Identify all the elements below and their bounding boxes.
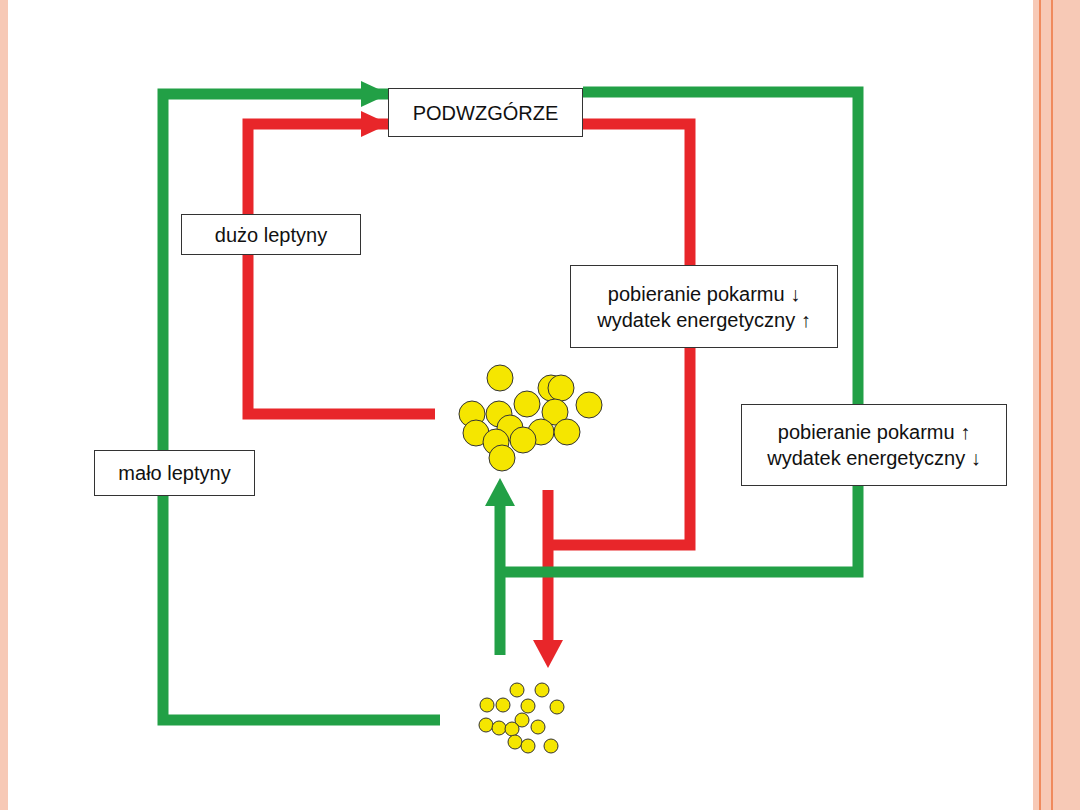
red-connector (248, 124, 388, 214)
fat-cells-large (459, 365, 602, 471)
node-text: pobieranie pokarmu ↑ wydatek energetyczn… (750, 419, 998, 471)
node-text: pobieranie pokarmu ↓ wydatek energetyczn… (579, 281, 829, 333)
signal-box: dużo leptyny (181, 214, 361, 255)
signal-box: mało leptyny (94, 450, 255, 496)
fat-cell (510, 683, 524, 697)
fat-cell (514, 391, 540, 417)
fat-cell (510, 427, 536, 453)
fat-cell (548, 375, 574, 401)
slide-band (1033, 0, 1080, 810)
fat-cell (576, 392, 602, 418)
fat-cells-small (479, 683, 564, 753)
green-pathway (163, 480, 440, 720)
node-text: dużo leptyny (215, 222, 327, 248)
fat-cell (531, 720, 545, 734)
fat-cell (554, 419, 580, 445)
node-text: mało leptyny (118, 460, 230, 486)
node-text: PODWZGÓRZE (413, 100, 559, 126)
fat-cell (489, 445, 515, 471)
fat-cell (508, 735, 522, 749)
fat-cell (505, 722, 519, 736)
fat-cell (535, 683, 549, 697)
fat-cell (496, 698, 510, 712)
fat-cell (479, 718, 493, 732)
green-arrowhead (485, 478, 515, 506)
green-connector (583, 92, 858, 404)
fat-cell (492, 721, 506, 735)
green-pathway (495, 503, 506, 655)
fat-cell (521, 699, 535, 713)
green-connector (163, 94, 388, 450)
slide-stripe (1051, 0, 1053, 810)
red-connector (583, 124, 690, 265)
fat-cell (480, 698, 494, 712)
hypothalamus-box: PODWZGÓRZE (388, 88, 583, 137)
fat-cell (544, 739, 558, 753)
effect-box: pobieranie pokarmu ↓ wydatek energetyczn… (570, 265, 838, 348)
red-pathway (548, 330, 690, 545)
fat-cell (521, 739, 535, 753)
red-pathway (248, 240, 435, 414)
slide-band (0, 0, 8, 810)
red-pathway (543, 490, 554, 642)
effect-box: pobieranie pokarmu ↑ wydatek energetyczn… (741, 404, 1007, 486)
fat-cell (550, 700, 564, 714)
slide-stripe (1039, 0, 1041, 810)
red-arrowhead (533, 640, 563, 668)
fat-cell (487, 365, 513, 391)
